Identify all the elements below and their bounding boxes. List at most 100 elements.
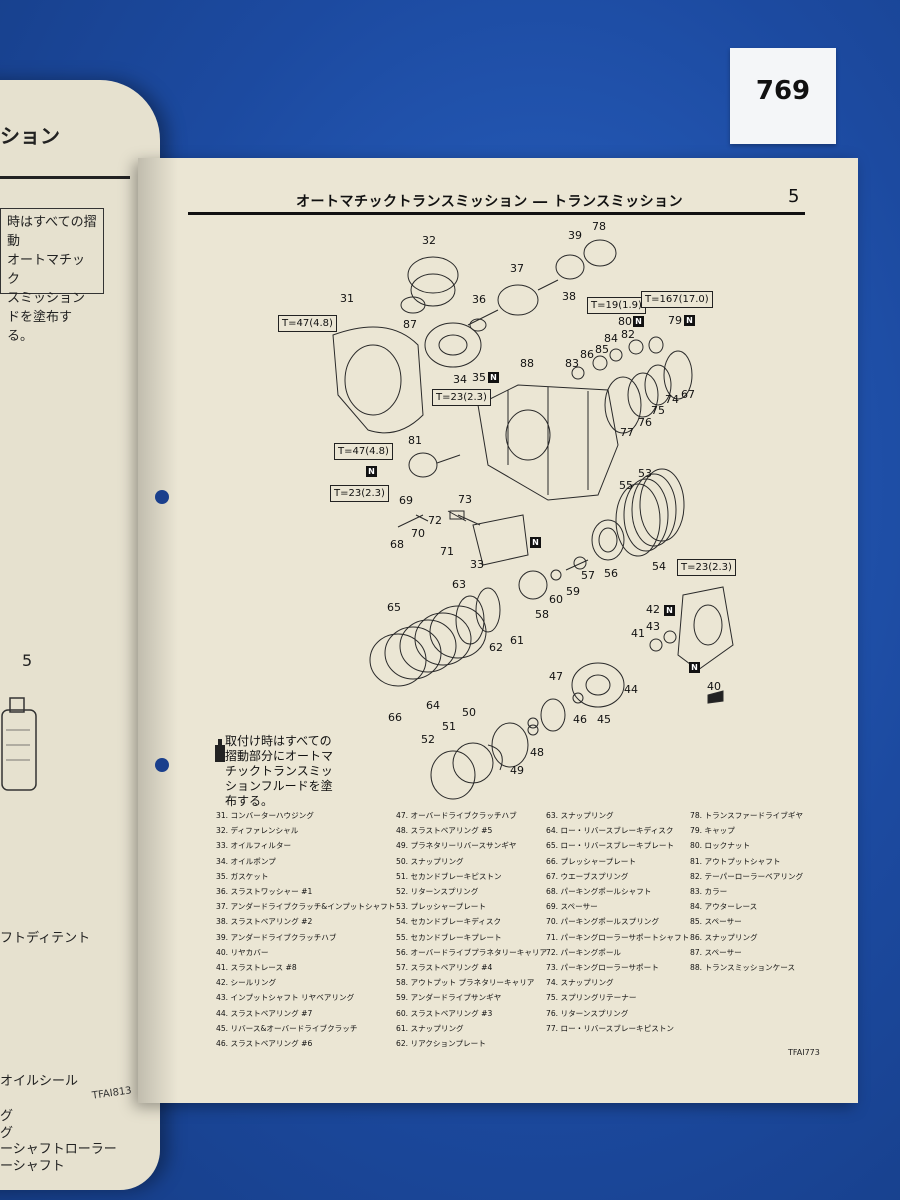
- callout-label: 85: [595, 343, 609, 356]
- legend-item: 51. セカンドブレーキピストン: [396, 871, 502, 881]
- left-note-line: ドを塗布する。: [7, 310, 73, 344]
- legend-item: 48. スラストベアリング #5: [396, 826, 493, 836]
- callout-label: 64: [426, 699, 440, 712]
- parts-legend-col4: 78. トランスファードライブギヤ 79. キャップ 80. ロックナット 81…: [690, 808, 803, 975]
- callout-label: 55: [619, 479, 633, 492]
- torque-spec: T=47(4.8): [278, 315, 337, 332]
- left-callout-5: 5: [22, 651, 33, 670]
- section-number: 5: [788, 186, 800, 207]
- legend-item: 59. アンダードライブサンギヤ: [396, 993, 502, 1003]
- callout-label: 82: [621, 328, 635, 341]
- callout-label: 70: [411, 527, 425, 540]
- legend-item: 68. パーキングポールシャフト: [546, 887, 652, 897]
- callout-label: 59: [566, 585, 580, 598]
- page-gutter-shadow: [138, 158, 178, 1103]
- callout-label: 83: [565, 357, 579, 370]
- new-part-mark: N: [530, 537, 541, 548]
- legend-item: 74. スナップリング: [546, 978, 614, 988]
- legend-item: 66. プレッシャープレート: [546, 856, 636, 866]
- callout-label: 60: [549, 593, 563, 606]
- legend-item: 31. コンバーターハウジング: [216, 811, 314, 820]
- callout-label: 63: [452, 578, 466, 591]
- callout-label: 71: [440, 545, 454, 558]
- callout-label: 49: [510, 764, 524, 777]
- left-page-title: ション: [0, 124, 60, 148]
- legend-item: 75. スプリングリテーナー: [546, 993, 637, 1003]
- callout-label: 42: [646, 603, 660, 616]
- callout-label: 34: [453, 373, 467, 386]
- callout-label: 47: [549, 670, 563, 683]
- legend-item: 76. リターンスプリング: [546, 1008, 629, 1018]
- callout-label: 54: [652, 560, 666, 573]
- callout-label: 40: [707, 680, 721, 693]
- left-note-line: オートマチック: [7, 253, 86, 287]
- legend-item: 82. テーパーローラーベアリング: [690, 871, 804, 881]
- legend-item: 37. アンダードライブクラッチ&インプットシャフト: [216, 902, 396, 912]
- callout-label: 86: [580, 348, 594, 361]
- legend-item: 71. パーキングローラーサポートシャフト: [546, 932, 690, 942]
- legend-item: 65. ロー・リバースブレーキプレート: [546, 841, 675, 851]
- new-part-mark: N: [689, 662, 700, 673]
- fluid-can-icon: [215, 739, 225, 762]
- callout-label: 81: [408, 434, 422, 447]
- left-text-line: グ: [0, 1126, 14, 1141]
- legend-item: 67. ウエーブスプリング: [546, 871, 629, 881]
- legend-item: 81. アウトプットシャフト: [690, 856, 781, 866]
- legend-item: 70. パーキングポールスプリング: [546, 917, 659, 927]
- callout-label: 48: [530, 746, 544, 759]
- left-page-rule: [0, 176, 130, 179]
- legend-item: 72. パーキングポール: [546, 947, 622, 957]
- legend-item: 69. スペーサー: [546, 902, 598, 912]
- callout-label: 62: [489, 641, 503, 654]
- reference-number: 769: [755, 76, 811, 106]
- torque-spec: T=47(4.8): [334, 443, 393, 460]
- callout-label: 66: [388, 711, 402, 724]
- callout-label: 65: [387, 601, 401, 614]
- left-text-line: ーシャフト: [0, 1159, 65, 1174]
- legend-item: 32. ディファレンシャル: [216, 826, 299, 836]
- callout-label: 43: [646, 620, 660, 633]
- legend-item: 56. オーバードライブプラネタリーキャリア: [396, 947, 548, 957]
- legend-item: 58. アウトプット プラネタリーキャリア: [396, 978, 535, 988]
- legend-item: 45. リバース&オーバードライブクラッチ: [216, 1023, 358, 1033]
- callout-label: 38: [562, 290, 576, 303]
- left-text-line: グ: [0, 1109, 14, 1124]
- callout-label: 33: [470, 558, 484, 571]
- new-part-mark: N: [366, 466, 377, 477]
- legend-item: 88. トランスミッションケース: [690, 963, 796, 973]
- left-figure-code: TFAI813: [91, 1085, 133, 1102]
- legend-item: 36. スラストワッシャー #1: [216, 887, 313, 897]
- left-note-line: スミッション: [7, 291, 86, 306]
- callout-label: 87: [403, 318, 417, 331]
- legend-item: 34. オイルポンプ: [216, 856, 276, 866]
- legend-item: 79. キャップ: [690, 826, 735, 836]
- callout-label: 46: [573, 713, 587, 726]
- callout-label: 36: [472, 293, 486, 306]
- assembly-note: 取付け時はすべての摺動部分にオートマチックトランスミッションフルードを塗布する。: [225, 734, 334, 808]
- torque-spec: T=19(1.9): [587, 297, 646, 314]
- legend-item: 54. セカンドブレーキディスク: [396, 917, 502, 927]
- callout-label: 84: [604, 332, 618, 345]
- callout-label: 50: [462, 706, 476, 719]
- legend-item: 33. オイルフィルター: [216, 841, 292, 851]
- callout-label: 44: [624, 683, 638, 696]
- legend-item: 62. リアクションプレート: [396, 1039, 486, 1049]
- callout-label: 57: [581, 569, 595, 582]
- legend-item: 50. スナップリング: [396, 856, 464, 866]
- legend-item: 85. スペーサー: [690, 917, 742, 927]
- legend-item: 35. ガスケット: [216, 871, 269, 881]
- legend-item: 44. スラストベアリング #7: [216, 1008, 313, 1018]
- callout-label: 45: [597, 713, 611, 726]
- legend-item: 49. プラネタリーリバースサンギヤ: [396, 841, 517, 851]
- torque-spec: T=23(2.3): [677, 559, 736, 576]
- callout-label: 88: [520, 357, 534, 370]
- left-note-line: 時はすべての摺動: [7, 215, 97, 249]
- left-text-line: ーシャフトローラー: [0, 1142, 117, 1157]
- figure-code: TFAI773: [788, 1048, 820, 1057]
- callout-label: 51: [442, 720, 456, 733]
- exploded-transmission-diagram: [332, 239, 734, 800]
- legend-item: 87. スペーサー: [690, 947, 742, 957]
- callout-label: 76: [638, 416, 652, 429]
- callout-label: 72: [428, 514, 442, 527]
- callout-label: 74: [665, 393, 679, 406]
